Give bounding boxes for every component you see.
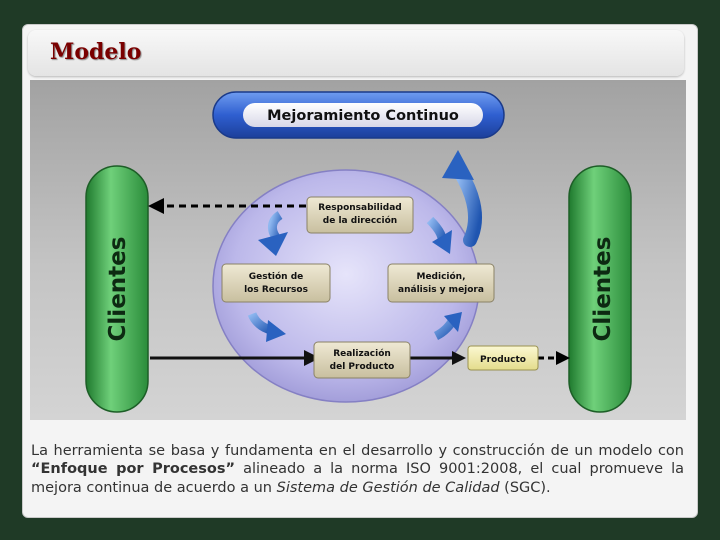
banner-label: Mejoramiento Continuo [267, 108, 459, 124]
cycle-arrow-bottom-right [433, 312, 462, 341]
responsabilidad-line1: Responsabilidad [318, 203, 402, 213]
continuous-improvement-banner: Mejoramiento Continuo [212, 91, 505, 139]
gestion-line1: Gestión de [249, 271, 304, 282]
box-producto: Producto [467, 345, 539, 371]
description-part2: alineado a la norma ISO 9001:2008, el cu… [31, 461, 684, 496]
description-paragraph: La herramienta se basa y fundamenta en e… [31, 442, 684, 498]
input-arrow [150, 350, 320, 366]
box-gestion-recursos: Gestión de los Recursos [221, 263, 331, 303]
description-bold: “Enfoque por Procesos” [31, 461, 236, 477]
medicion-line2: análisis y mejora [398, 285, 484, 295]
clients-left-pillar: Clientes [85, 165, 149, 413]
medicion-line1: Medición, [416, 271, 465, 282]
realizacion-line1: Realización [333, 348, 391, 359]
diagram-canvas: Clientes Clientes Mejoramiento Continuo [85, 91, 632, 413]
responsabilidad-line2: de la dirección [323, 215, 397, 226]
clients-left-label: Clientes [105, 237, 131, 342]
realizacion-line2: del Producto [330, 362, 395, 372]
description-italic: Sistema de Gestión de Calidad [276, 479, 500, 496]
clients-right-label: Clientes [590, 237, 616, 342]
process-model-diagram: Clientes Clientes Mejoramiento Continuo [30, 80, 686, 420]
box-medicion: Medición, análisis y mejora [387, 263, 495, 303]
improvement-cycle-arrow [442, 150, 482, 247]
cycle-arrow-top-right [426, 216, 452, 254]
box-responsabilidad: Responsabilidad de la dirección [306, 196, 414, 234]
cycle-arrow-bottom-left [247, 312, 286, 342]
producto-label: Producto [480, 355, 526, 365]
description-part1: La herramienta se basa y fundamenta en e… [31, 442, 684, 459]
dashed-arrow-product [538, 351, 570, 365]
clients-right-pillar: Clientes [568, 165, 632, 413]
cycle-arrow-top-left [258, 211, 288, 256]
title-bar: Modelo [28, 30, 684, 76]
page-title: Modelo [50, 39, 142, 65]
box-realizacion: Realización del Producto [313, 341, 411, 379]
dashed-arrow-top [148, 198, 330, 214]
description-part3: (SGC). [499, 479, 551, 496]
gestion-line2: los Recursos [244, 285, 308, 295]
